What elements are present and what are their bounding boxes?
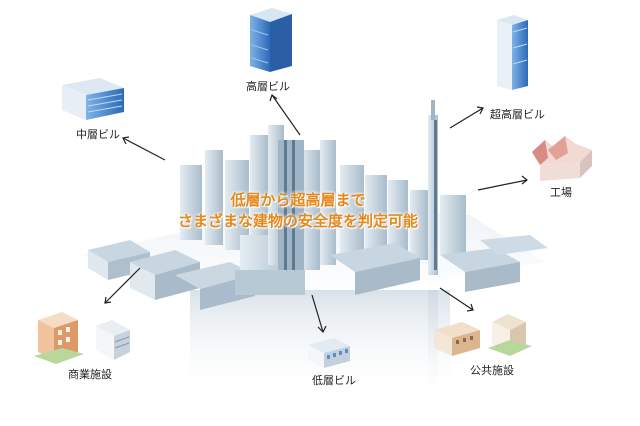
blue-glass-tower-icon — [250, 8, 292, 72]
label-factory: 工場 — [550, 186, 572, 199]
label-super-high-rise: 超高層ビル — [490, 108, 545, 121]
city-model — [80, 100, 548, 410]
public-facility-icon — [434, 314, 532, 356]
headline: 低層から超高層まで さまざまな建物の安全度を判定可能 — [148, 190, 448, 232]
label-commercial: 商業施設 — [68, 368, 112, 381]
label-public: 公共施設 — [470, 364, 514, 377]
blue-skyscraper-icon — [497, 15, 528, 90]
label-low-rise: 低層ビル — [312, 374, 356, 387]
headline-line-1: 低層から超高層まで — [230, 191, 366, 209]
label-high-rise: 高層ビル — [246, 80, 290, 93]
factory-sawtooth-roof-icon — [532, 136, 592, 181]
label-mid-rise: 中層ビル — [76, 128, 120, 141]
blue-office-building-icon — [62, 78, 124, 120]
arrows — [104, 93, 528, 334]
headline-line-2: さまざまな建物の安全度を判定可能 — [177, 212, 418, 230]
small-office-icon — [308, 338, 350, 368]
shopping-building-icon — [34, 312, 130, 364]
